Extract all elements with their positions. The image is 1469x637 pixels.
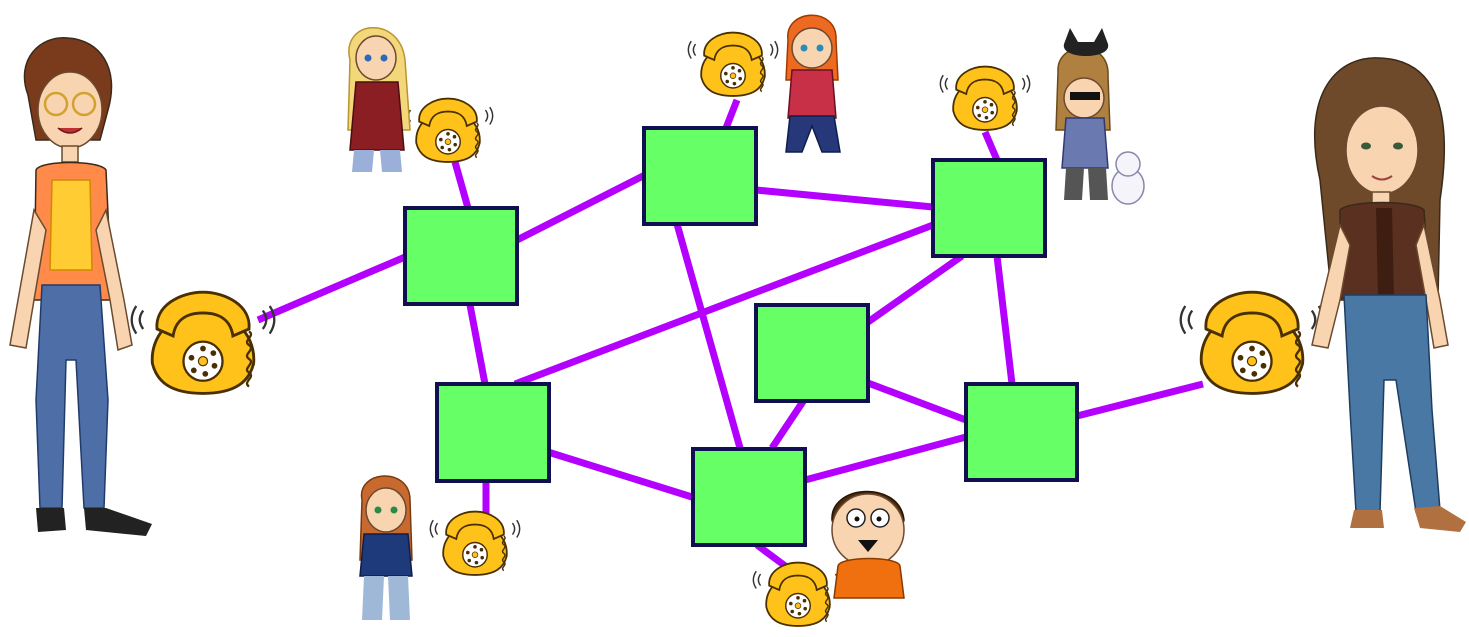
- node-n5: [754, 303, 870, 403]
- person-right-icon: [1311, 57, 1466, 532]
- person-left-icon: [9, 37, 152, 536]
- phone-top-b-icon: [687, 31, 779, 97]
- link-n8-phone-right: [1076, 380, 1204, 420]
- link-n1-n4: [466, 304, 489, 385]
- phone-top-c-icon: [939, 65, 1031, 131]
- phone-bottom-b-icon: [752, 561, 844, 627]
- avatar-cartoon-boy-icon: [831, 490, 905, 599]
- link-n5-n7: [769, 398, 807, 450]
- links: [256, 98, 1204, 571]
- avatar-cat-girl-icon: [1055, 28, 1145, 205]
- link-n5-n8: [866, 379, 968, 424]
- link-n3-n5: [865, 253, 965, 325]
- link-n7-n8: [804, 433, 967, 484]
- link-phone-n1: [451, 161, 472, 209]
- phone-left-icon: [130, 290, 276, 395]
- avatar-brunette-icon: [359, 475, 413, 620]
- link-n4-n7: [546, 448, 694, 501]
- link-n7-phone: [754, 542, 791, 571]
- phone-top-a-icon: [402, 97, 494, 163]
- node-n2: [642, 126, 758, 226]
- link-phone-n3: [981, 130, 1001, 162]
- link-n2-n7: [673, 223, 744, 449]
- node-n7: [691, 447, 807, 547]
- phone-bottom-a-icon: [429, 510, 521, 576]
- node-n3: [931, 158, 1047, 258]
- link-n1-n2: [515, 171, 647, 244]
- link-n4-n3: [513, 221, 935, 388]
- node-n1: [403, 206, 519, 306]
- link-n3-n8: [993, 255, 1016, 385]
- link-phone-n2: [722, 98, 741, 130]
- avatar-redhead-icon: [785, 14, 841, 153]
- phone-right-icon: [1179, 290, 1325, 395]
- link-n2-n3: [755, 186, 934, 211]
- nodes: [403, 126, 1079, 547]
- node-n4: [435, 382, 551, 483]
- avatar-blonde-icon: [347, 27, 411, 172]
- link-phone-left-n1: [256, 253, 407, 324]
- node-n8: [964, 382, 1079, 482]
